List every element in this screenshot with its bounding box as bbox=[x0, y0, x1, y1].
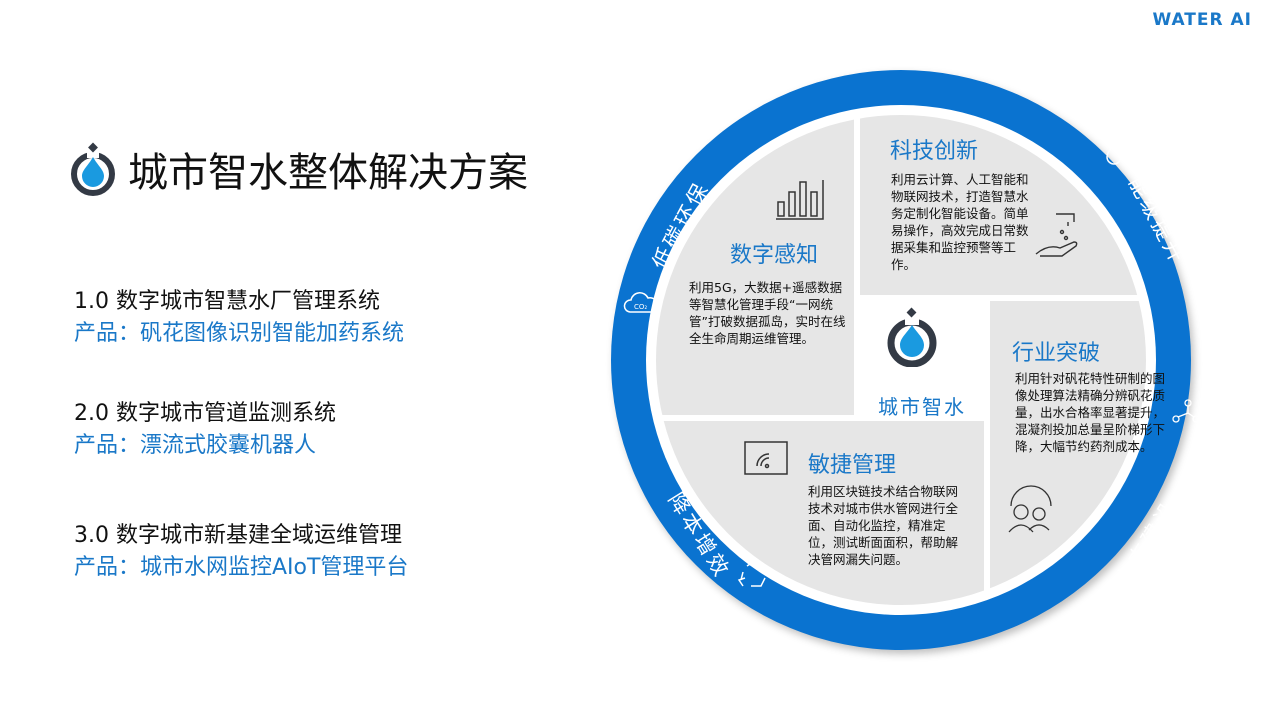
digital-perception-title: 数字感知 bbox=[730, 243, 819, 268]
hand-water-icon bbox=[1035, 213, 1078, 257]
molecule-icon bbox=[1172, 399, 1200, 423]
tech-innovation-title: 科技创新 bbox=[890, 139, 979, 164]
quadrant-tech-bg bbox=[860, 115, 1146, 295]
industry-breakthrough-title: 行业突破 bbox=[1012, 341, 1101, 366]
drops-icon bbox=[1106, 142, 1122, 165]
page-title: 城市智水整体解决方案 bbox=[68, 140, 528, 198]
svg-text:CO₂: CO₂ bbox=[634, 303, 647, 311]
center-label: 城市智水 bbox=[878, 395, 966, 419]
agile-management-title: 敏捷管理 bbox=[808, 453, 897, 478]
system-name: 3.0 数字城市新基建全域运维管理 bbox=[74, 523, 402, 548]
product-name: 产品：矾花图像识别智能加药系统 bbox=[74, 321, 405, 346]
system-item-2: 2.0 数字城市管道监测系统产品：漂流式胶囊机器人 bbox=[74, 398, 336, 462]
co2-cloud-icon: CO₂ bbox=[623, 292, 658, 313]
system-item-3: 3.0 数字城市新基建全域运维管理产品：城市水网监控AIoT管理平台 bbox=[74, 520, 408, 584]
quadrant-industry-bg bbox=[990, 301, 1146, 605]
quadrant-area bbox=[656, 115, 1146, 605]
brand-text: WATER AI bbox=[1152, 10, 1252, 30]
device-signal-icon bbox=[744, 441, 788, 475]
quadrant-digital-bg bbox=[656, 115, 854, 415]
water-drop-logo-icon bbox=[71, 142, 115, 196]
title-text: 城市智水整体解决方案 bbox=[128, 150, 528, 196]
people-globe-icon bbox=[1008, 485, 1052, 533]
digital-perception-body: 利用5G，大数据+遥感数据等智慧化管理手段“一网统管”打破数据孤岛，实时在线全生… bbox=[689, 280, 846, 346]
brand-logo: WATER AI bbox=[1152, 10, 1252, 30]
recycle-icon bbox=[737, 561, 766, 587]
tech-innovation-body: 利用云计算、人工智能和物联网技术，打造智慧水务定制化智能设备。简单易操作，高效完… bbox=[891, 172, 1029, 272]
center-water-drop-icon bbox=[887, 307, 937, 367]
system-item-1: 1.0 数字城市智慧水厂管理系统产品：矾花图像识别智能加药系统 bbox=[74, 286, 404, 350]
product-name: 产品：城市水网监控AIoT管理平台 bbox=[74, 555, 409, 580]
industry-breakthrough-body: 利用针对矾花特性研制的图像处理算法精确分辨矾花质量，出水合格率显著提升，混凝剂投… bbox=[1015, 371, 1166, 454]
bar-chart-icon bbox=[776, 180, 824, 220]
quadrant-agile-bg bbox=[656, 421, 984, 605]
system-name: 2.0 数字城市管道监测系统 bbox=[74, 401, 336, 426]
agile-management-body: 利用区块链技术结合物联网技术对城市供水管网进行全面、自动化监控，精准定位，测试断… bbox=[808, 484, 959, 567]
system-name: 1.0 数字城市智慧水厂管理系统 bbox=[74, 289, 380, 314]
product-name: 产品：漂流式胶囊机器人 bbox=[74, 433, 317, 458]
